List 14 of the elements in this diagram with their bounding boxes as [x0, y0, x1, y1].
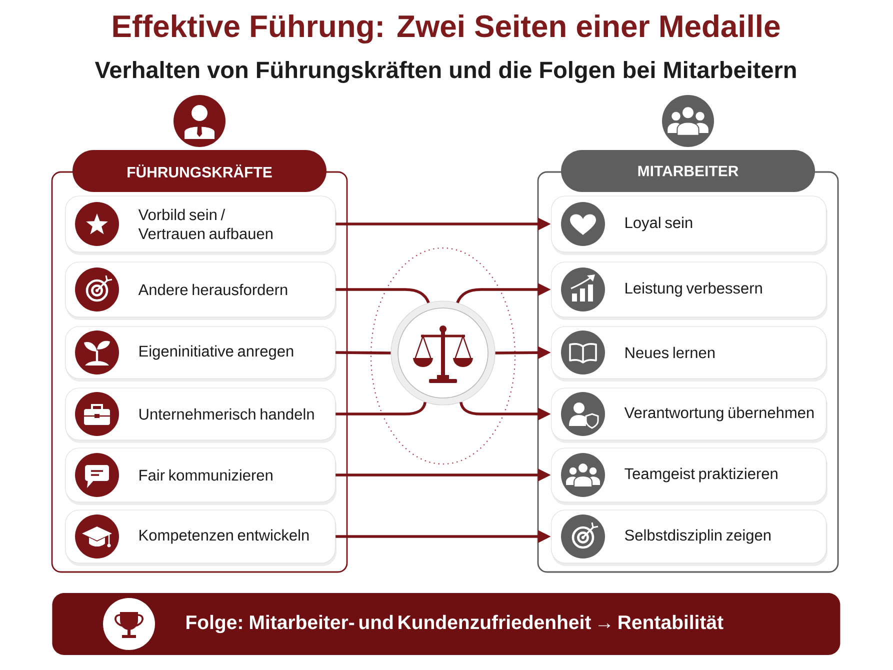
item-card: Leistung verbessern	[551, 262, 828, 320]
header-tab: FÜHRUNGSKRÄFTE	[72, 150, 326, 192]
header-tab: MITARBEITER	[561, 150, 815, 192]
item-card: Teamgeist praktizieren	[551, 448, 828, 505]
item-card: Fair kommunizieren	[65, 448, 336, 505]
item-card: Vorbild sein / Vertrauen aufbauen	[65, 196, 336, 255]
result-bar: Folge: Mitarbeiter- und Kundenzufriedenheit → Rentabilität	[52, 593, 840, 655]
subtitle: Verhalten von Führungskräften und die Folgen bei Mitarbeitern	[94, 61, 796, 83]
title: Effektive Führung: Zwei Seiten einer Medaille	[113, 14, 780, 44]
connector-line	[336, 351, 391, 354]
item-card: Loyal sein	[551, 196, 828, 255]
item-card: Selbstdisziplin zeigen	[551, 510, 828, 566]
item-card: Andere herausfordern	[65, 262, 336, 320]
connector-line	[336, 288, 430, 304]
